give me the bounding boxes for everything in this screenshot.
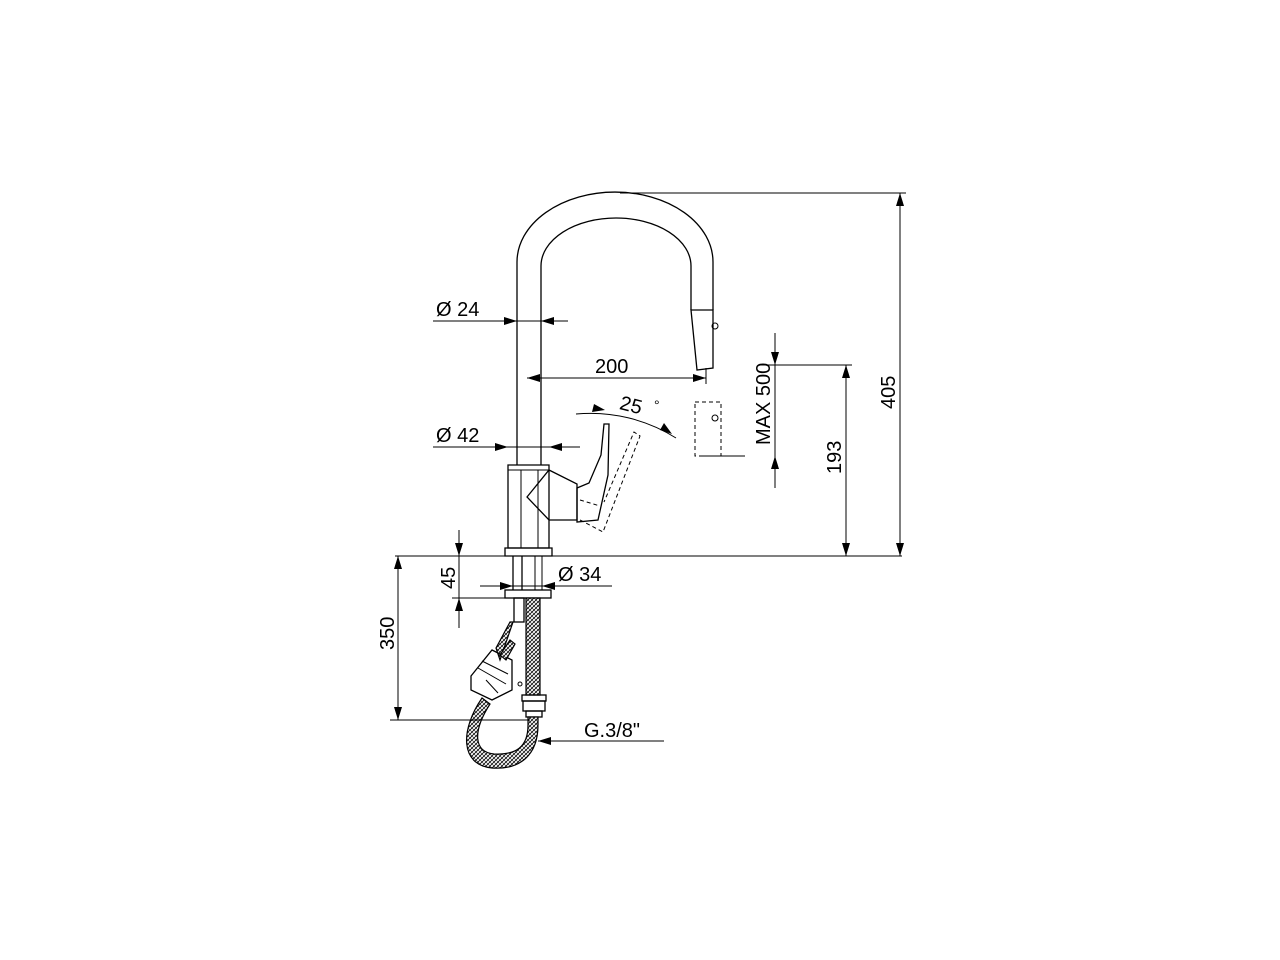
- hose-weight: [470, 649, 513, 701]
- pullout-hose: [495, 621, 514, 662]
- base-plate: [504, 547, 553, 557]
- supply-hose: [525, 597, 541, 696]
- label-hose-length: 350: [377, 617, 399, 650]
- label-spout-reach: 200: [595, 356, 628, 378]
- spray-head: [690, 309, 714, 371]
- label-spout-diameter: Ø 24: [436, 299, 479, 321]
- pullout-hose-loop: [465, 697, 539, 769]
- label-shank-diameter: Ø 34: [558, 564, 601, 586]
- dimension-labels: Ø 24 200 Ø 42 25 ° Ø 34 G.3/8" MAX 500 1…: [377, 299, 900, 742]
- faucet-outline: [504, 191, 719, 557]
- spout-inner: [540, 217, 692, 465]
- mounting-nut: [504, 589, 552, 599]
- label-lever-angle: 25: [617, 392, 644, 419]
- dimension-lines: [390, 192, 906, 745]
- label-outlet-height: 193: [824, 441, 846, 474]
- spray-button: [711, 322, 719, 330]
- label-total-height: 405: [878, 376, 900, 409]
- hose-fitting-2: [522, 700, 546, 712]
- under-deck-assembly: [465, 556, 552, 769]
- label-body-diameter: Ø 42: [436, 425, 479, 447]
- lever-handle: [576, 423, 610, 523]
- hose-fitting-3: [525, 710, 543, 718]
- hose-fitting: [521, 694, 547, 702]
- label-connection: G.3/8": [584, 720, 640, 742]
- lever-mount: [526, 469, 578, 521]
- pullout-head-dashed: [694, 401, 722, 457]
- lever-open-position: [579, 431, 641, 533]
- label-degree-symbol: °: [654, 397, 660, 413]
- shank-stub: [513, 597, 525, 623]
- spout-outer: [516, 191, 714, 465]
- label-pullout-length: MAX 500: [753, 363, 775, 445]
- label-deck-thickness: 45: [438, 567, 460, 589]
